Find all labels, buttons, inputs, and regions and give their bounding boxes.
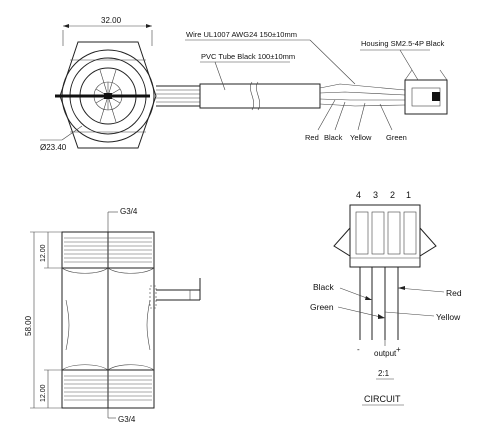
dim-diameter-label: Ø23.40 — [40, 143, 67, 152]
circuit-wire-yellow: Yellow — [436, 312, 461, 322]
top-view: 32.00 Ø23.40 — [40, 16, 448, 152]
circuit-title: CIRCUIT — [364, 394, 401, 404]
pin-number-4: 4 — [356, 190, 361, 200]
dim-total-label: 58.00 — [24, 315, 33, 336]
circuit-wire-black: Black — [313, 282, 335, 292]
pin-number-2: 2 — [390, 190, 395, 200]
wire-color-green: Green — [386, 133, 407, 142]
scale-label: 2:1 — [378, 369, 390, 378]
pin-number-3: 3 — [373, 190, 378, 200]
circuit-wire-red: Red — [446, 288, 462, 298]
dim-top-label: 12.00 — [40, 244, 47, 262]
thread-bottom-label: G3/4 — [118, 415, 136, 424]
pin-number-1: 1 — [406, 190, 411, 200]
side-view: G3/4 G3/4 — [24, 207, 201, 424]
sign-plus: + — [396, 345, 401, 354]
housing-spec-label: Housing SM2.5-4P Black — [361, 39, 444, 48]
output-label: output — [374, 349, 397, 358]
thread-top — [64, 237, 152, 263]
wire-color-red: Red — [305, 133, 319, 142]
pvc-tube — [199, 83, 321, 109]
circuit-view: 4 3 2 1 Black Green Red Yellow - + outpu… — [310, 190, 462, 406]
wire-color-yellow: Yellow — [350, 133, 372, 142]
dim-width-label: 32.00 — [101, 16, 122, 25]
connector-housing — [404, 79, 448, 115]
tube-spec-label: PVC Tube Black 100±10mm — [201, 52, 295, 61]
thread-top-label: G3/4 — [120, 207, 138, 216]
cable — [156, 69, 448, 115]
wire-color-black: Black — [324, 133, 343, 142]
wire-spec-label: Wire UL1007 AWG24 150±10mm — [186, 30, 297, 39]
dim-bottom-label: 12.00 — [40, 384, 47, 402]
circuit-wire-green: Green — [310, 302, 334, 312]
sign-minus: - — [357, 345, 360, 354]
thread-bottom — [64, 375, 152, 401]
